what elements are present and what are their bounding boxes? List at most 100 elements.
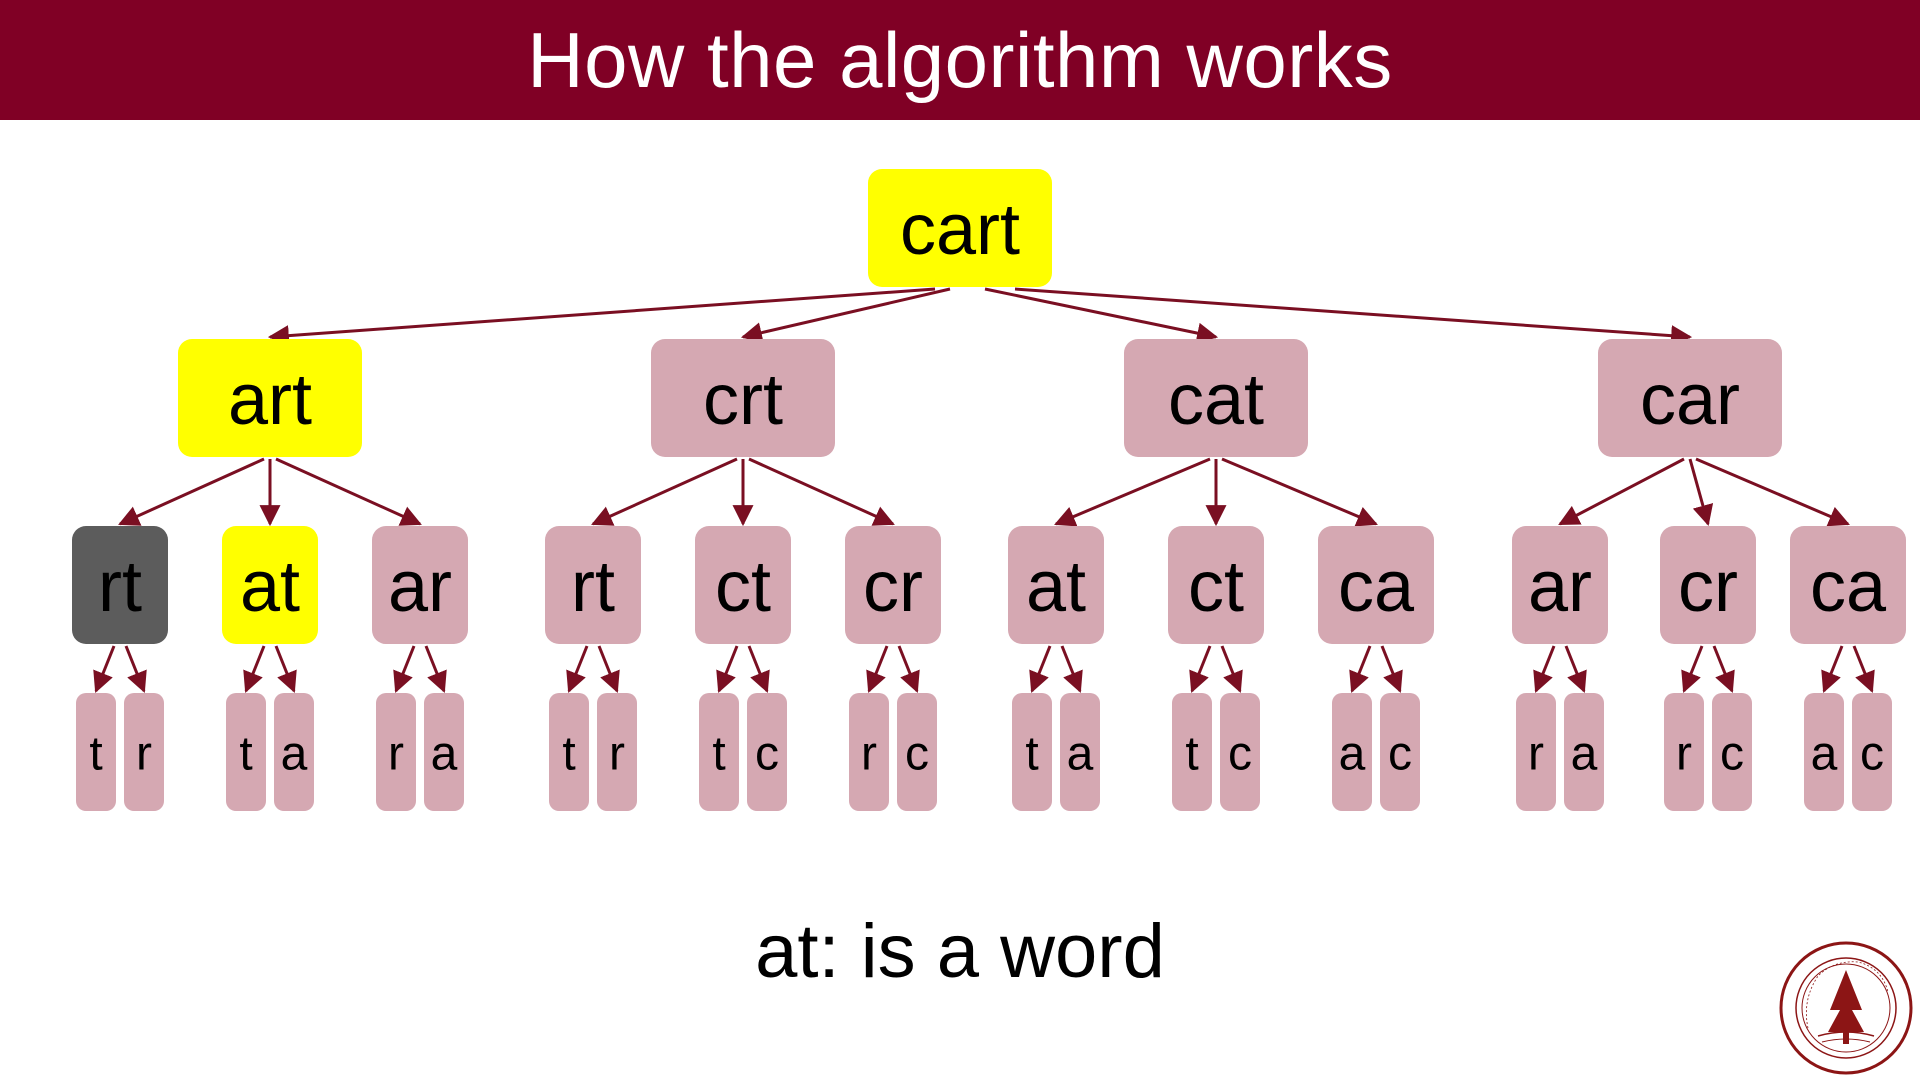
tree-level2-node-box <box>1008 526 1104 644</box>
tree-leaf-node-label: r <box>609 728 625 781</box>
tree-leaf-node-label: a <box>281 728 308 781</box>
tree-level2-node-box <box>695 526 791 644</box>
tree-edge <box>393 645 416 693</box>
tree-leaf-node-box <box>1012 693 1052 811</box>
tree-edge <box>1712 645 1735 693</box>
tree-leaf-node-label: t <box>562 728 575 781</box>
tree-edge <box>1349 645 1372 693</box>
tree-level2-node: ct <box>1168 526 1264 644</box>
tree-leaf-node-label: r <box>861 728 877 781</box>
tree-level1-node: cat <box>1124 339 1308 457</box>
tree-edge <box>1681 645 1704 693</box>
tree-leaf-node-box <box>1332 693 1372 811</box>
tree-level1-node-box <box>1124 339 1308 457</box>
tree-edge <box>566 645 589 693</box>
tree-leaf-node: t <box>1172 693 1212 811</box>
tree-leaf-node-box <box>1172 693 1212 811</box>
tree-edge <box>274 645 297 693</box>
tree-leaf-node-label: a <box>1571 728 1598 781</box>
tree-level2-node-box <box>1790 526 1906 644</box>
tree-leaf-node-label: a <box>1811 728 1838 781</box>
tree-level2-node-box <box>372 526 468 644</box>
stanford-seal-icon <box>1779 941 1913 1075</box>
tree-leaf-node-box <box>1852 693 1892 811</box>
tree-level2-node: rt <box>72 526 168 644</box>
tree-edge <box>1558 457 1685 526</box>
tree-leaf-node: t <box>549 693 589 811</box>
tree-leaf-node-label: t <box>239 728 252 781</box>
tree-level2-node-box <box>222 526 318 644</box>
tree-edge <box>1054 457 1211 527</box>
tree-leaf-node: t <box>699 693 739 811</box>
tree-leaf-node-label: r <box>136 728 152 781</box>
tree-leaf-node: a <box>424 693 464 811</box>
tree-leaf-node-box <box>1804 693 1844 811</box>
tree-edge <box>597 645 620 693</box>
tree-level2-node-label: ca <box>1810 547 1887 627</box>
tree-level2-node: at <box>1008 526 1104 644</box>
tree-edge <box>1564 645 1587 693</box>
tree-leaf-node-label: t <box>712 728 725 781</box>
tree-level1-node-label: car <box>1640 360 1740 440</box>
tree-level2-node-label: at <box>1026 547 1086 627</box>
tree-leaf-node-label: a <box>1067 728 1094 781</box>
tree-leaf-node-label: c <box>1228 728 1252 781</box>
tree-leaf-node-box <box>1060 693 1100 811</box>
tree-leaf-node: r <box>124 693 164 811</box>
tree-leaf-node-box <box>274 693 314 811</box>
tree-level2-node-label: ct <box>1188 547 1244 627</box>
tree-leaf-node-box <box>1564 693 1604 811</box>
tree-leaf-node-box <box>849 693 889 811</box>
tree-leaf-node-label: c <box>1720 728 1744 781</box>
tree-leaf-node-box <box>1516 693 1556 811</box>
tree-leaf-node-box <box>1380 693 1420 811</box>
tree-leaf-node-box <box>1712 693 1752 811</box>
tree-leaf-node-box <box>699 693 739 811</box>
tree-level2-node: ca <box>1790 526 1906 644</box>
tree-leaf-node-box <box>549 693 589 811</box>
tree-edge <box>747 645 770 693</box>
tree-level1-node-label: cat <box>1168 360 1264 440</box>
tree-level1-node-box <box>1598 339 1782 457</box>
tree-edge <box>1014 287 1693 347</box>
tree-leaf-node-box <box>424 693 464 811</box>
tree-level2-node: ar <box>1512 526 1608 644</box>
tree-leaf-node: c <box>1712 693 1752 811</box>
tree-edge <box>1380 645 1403 693</box>
tree-leaf-node-box <box>124 693 164 811</box>
tree-level1-node-box <box>651 339 835 457</box>
tree-level2-node-box <box>545 526 641 644</box>
tree-level2-node-box <box>1168 526 1264 644</box>
slide-title: How the algorithm works <box>527 15 1393 104</box>
tree-level2-node-box <box>1660 526 1756 644</box>
tree-level1-node-label: crt <box>703 360 783 440</box>
tree-edge <box>716 645 739 693</box>
tree-edge <box>1220 645 1243 693</box>
tree-leaf-node: t <box>226 693 266 811</box>
tree-leaf-node-label: c <box>905 728 929 781</box>
tree-level1-node-label: art <box>228 360 312 440</box>
tree-leaf-node: c <box>1380 693 1420 811</box>
tree-edge <box>1533 645 1556 693</box>
tree-level2-node: cr <box>845 526 941 644</box>
tree-level1-node: crt <box>651 339 835 457</box>
tree-edge <box>740 287 951 343</box>
tree-level2-node: ct <box>695 526 791 644</box>
tree-edge <box>1029 645 1052 693</box>
tree-level1-node: art <box>178 339 362 457</box>
tree-level2-node-box <box>72 526 168 644</box>
tree-leaf-node: a <box>274 693 314 811</box>
tree-level2-node-box <box>1512 526 1608 644</box>
title-bar: How the algorithm works <box>0 0 1920 120</box>
tree-level2-node-label: ct <box>715 547 771 627</box>
tree-edge <box>93 645 116 693</box>
tree-leaf-node: r <box>376 693 416 811</box>
tree-leaf-node: t <box>76 693 116 811</box>
tree-level2-node-box <box>845 526 941 644</box>
tree-edge <box>1060 645 1083 693</box>
tree-edge <box>275 457 422 526</box>
tree-leaf-node-label: t <box>1025 728 1038 781</box>
tree-root-node: cart <box>868 169 1052 287</box>
